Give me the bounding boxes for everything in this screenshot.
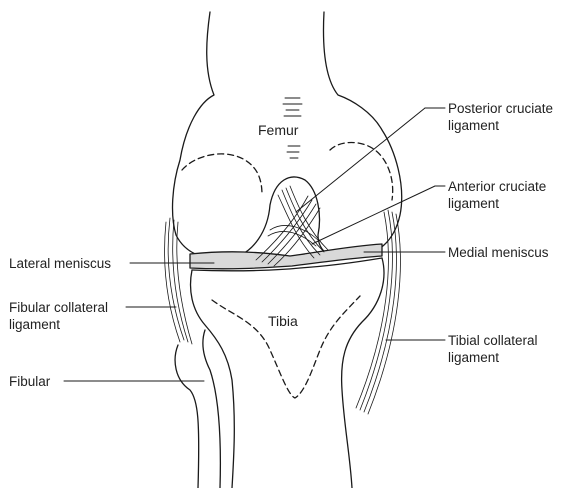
- femur-label: Femur: [258, 122, 298, 138]
- tibial-collateral-label-line1: Tibial collateral: [448, 332, 538, 349]
- posterior-cruciate-label-line1: Posterior cruciate: [448, 100, 553, 117]
- posterior-cruciate-label-line2: ligament: [448, 117, 553, 134]
- posterior-cruciate-label: Posterior cruciate ligament: [448, 100, 553, 134]
- fibular-collateral-label: Fibular collateral ligament: [9, 299, 108, 333]
- anterior-cruciate-label: Anterior cruciate ligament: [448, 178, 546, 212]
- medial-meniscus-label: Medial meniscus: [448, 244, 549, 261]
- tibia-outline: [191, 258, 384, 488]
- tibial-collateral-label: Tibial collateral ligament: [448, 332, 538, 366]
- fibular-collateral-label-line2: ligament: [9, 316, 108, 333]
- tibial-collateral-label-line2: ligament: [448, 349, 538, 366]
- tibia-label: Tibia: [268, 313, 298, 329]
- anterior-cruciate-label-line2: ligament: [448, 195, 546, 212]
- fibular-label: Fibular: [9, 373, 50, 390]
- tibia-epiphyseal-line: [212, 296, 360, 398]
- lateral-meniscus-label: Lateral meniscus: [9, 255, 111, 272]
- fibular-collateral-label-line1: Fibular collateral: [9, 299, 108, 316]
- anterior-cruciate-label-line1: Anterior cruciate: [448, 178, 546, 195]
